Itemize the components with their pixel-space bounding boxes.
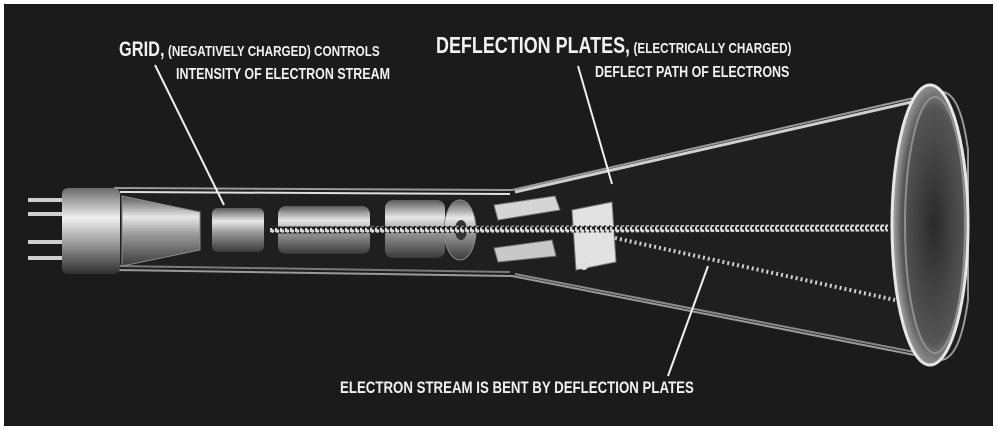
deflection-label: DEFLECTION PLATES, (ELECTRICALLY CHARGED… [436,32,791,58]
electron-stream-straight-core [269,226,889,232]
funnel-lower-highlight [514,273,936,357]
pin [28,256,66,260]
grid-label: GRID, (NEGATIVELY CHARGED) CONTROLS [119,38,380,62]
deflection-pointer-line [577,65,613,185]
deflection-label-qualifier: (ELECTRICALLY CHARGED) [633,40,792,57]
cathode-assembly [121,195,201,267]
tube-base [62,188,120,274]
deflection-plate-upper [493,195,561,221]
neck-lower-edge [119,265,511,273]
deflection-plate-support [580,262,588,270]
funnel-upper-highlight [514,94,939,194]
deflection-label-line2: DEFLECT PATH OF ELECTRONS [595,64,790,81]
deflection-label-name: DEFLECTION PLATES, [436,32,631,58]
screen-rim [904,96,966,354]
stream-label: ELECTRON STREAM IS BENT BY DEFLECTION PL… [340,378,694,397]
grid-pointer-line [154,64,225,206]
grid-label-line2: INTENSITY OF ELECTRON STREAM [176,66,391,83]
neck-highlight [119,191,511,195]
screen-face [890,83,970,367]
pin [28,240,66,244]
pin [28,212,66,216]
grid-label-name: GRID, [119,38,165,61]
deflection-plate-vertical [571,201,617,271]
deflection-plate-lower [493,239,557,263]
control-grid [212,208,264,252]
grid-label-qualifier: (NEGATIVELY CHARGED) CONTROLS [167,43,380,60]
pin [28,198,66,202]
stream-pointer-line [667,265,709,377]
